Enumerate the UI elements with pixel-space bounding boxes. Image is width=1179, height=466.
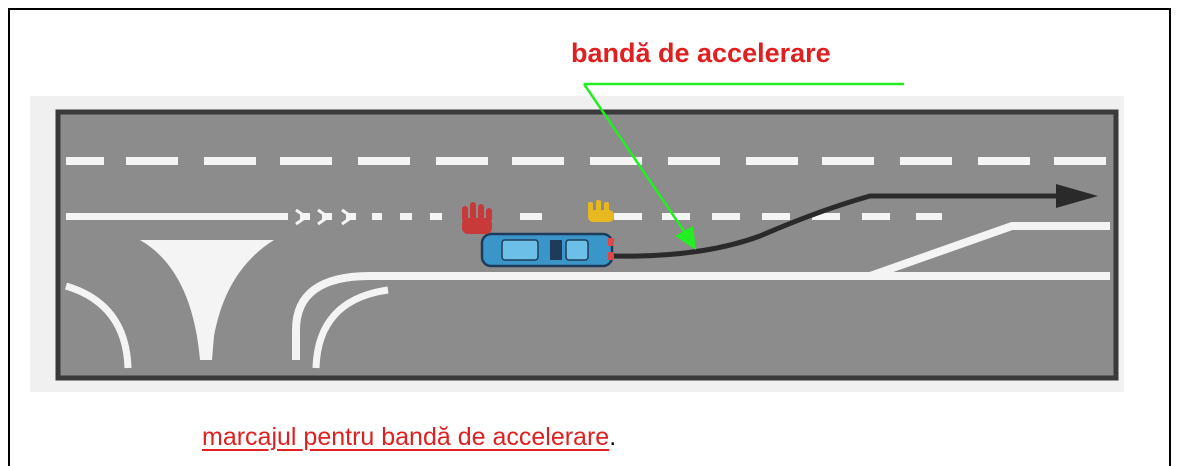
car-icon [480,232,614,268]
figure-caption: marcajul pentru bandă de accelerare. [202,423,616,452]
gore-island [140,240,274,360]
chevron-markings [295,208,355,226]
lane-edge-line [292,222,1110,360]
label-pointer-arrowhead [675,226,696,250]
label-pointer [582,82,904,235]
ramp-edges [64,282,389,369]
lane-label: bandă de accelerare [571,38,831,68]
caption-link[interactable]: marcajul pentru bandă de accelerare [202,423,610,451]
signal-hand-icon [588,200,614,222]
caption-period: . [609,423,617,451]
trajectory-arrowhead [1056,184,1098,208]
stop-hand-icon [462,202,492,234]
dashed-lane-line-upper [66,157,1106,165]
trajectory-path [609,193,1065,259]
